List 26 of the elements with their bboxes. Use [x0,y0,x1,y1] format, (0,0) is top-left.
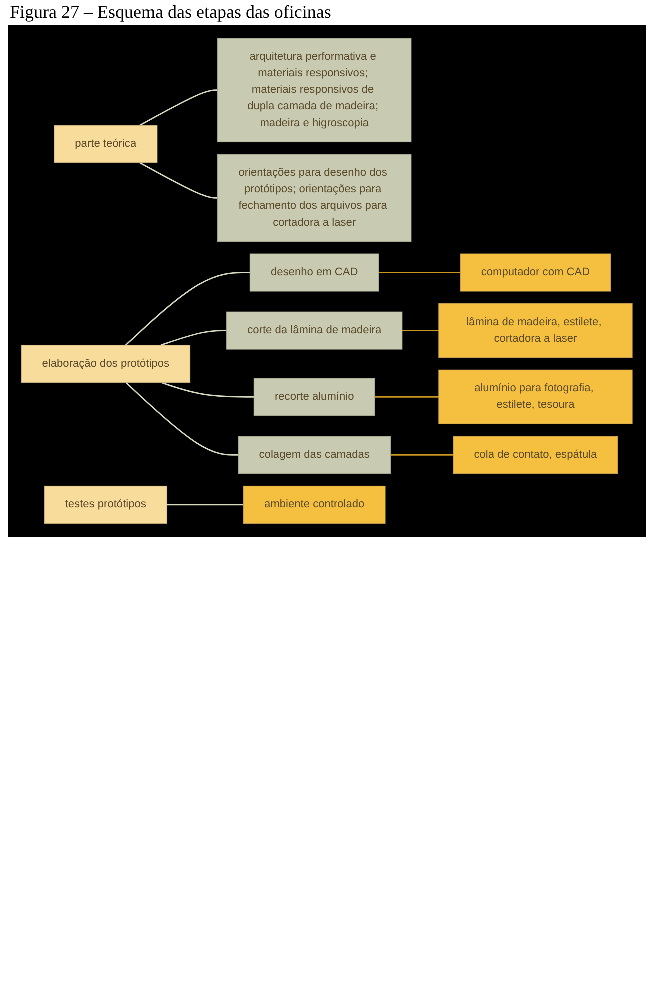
node-box: ambiente controlado [243,486,386,524]
connector [167,504,244,506]
node-box: computador com CAD [460,254,612,292]
connector [160,382,254,398]
node-box: arquitetura performativa e materiais responsivos; materiais responsivos de dupla camada de madeira; madeira e higroscopia [218,38,412,143]
node-box: colagem das camadas [238,436,391,474]
connector [126,382,239,456]
node-box: orientações para desenho dos protótipos; orientações para fechamento dos arquivos para cortadora a laser [218,154,412,242]
node-box: alumínio para fotografia, estilete, tesoura [438,370,633,424]
connector [378,272,461,274]
connector [402,330,439,332]
node-box: recorte alumínio [254,378,376,416]
node-box: testes protótipos [44,486,168,524]
node-box: corte da lâmina de madeira [226,312,403,350]
connector [160,330,227,346]
connector [140,90,218,126]
node-box: lâmina de madeira, estilete, cortadora a laser [438,304,633,358]
connector [374,396,439,398]
node-box: elaboração dos protótipos [21,344,191,383]
node-box: cola de contato, espátula [453,436,618,474]
node-box: desenho em CAD [250,254,380,292]
node-box: parte teórica [54,125,158,164]
connector [390,454,454,456]
figure-title: Figura 27 – Esquema das etapas das oficinas [9,1,332,24]
connector [140,162,218,199]
connector [126,272,250,346]
